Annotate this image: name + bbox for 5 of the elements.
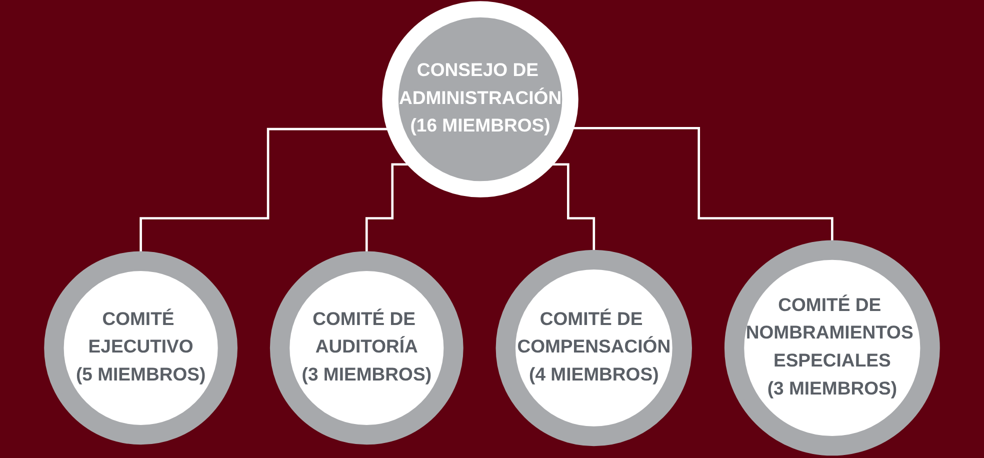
- node-circle: COMITÉ DE COMPENSACIÓN (4 MIEMBROS): [496, 250, 692, 446]
- node-circle: COMITÉ DE NOMBRAMIENTOS ESPECIALES (3 MIEMBROS): [724, 240, 940, 456]
- node-circle: CONSEJO DE ADMINISTRACIÓN (16 MIEMBROS): [382, 1, 578, 198]
- node-circle: COMITÉ EJECUTIVO (5 MIEMBROS): [44, 251, 238, 445]
- node-circle: COMITÉ DE AUDITORÍA (3 MIEMBROS): [270, 251, 464, 445]
